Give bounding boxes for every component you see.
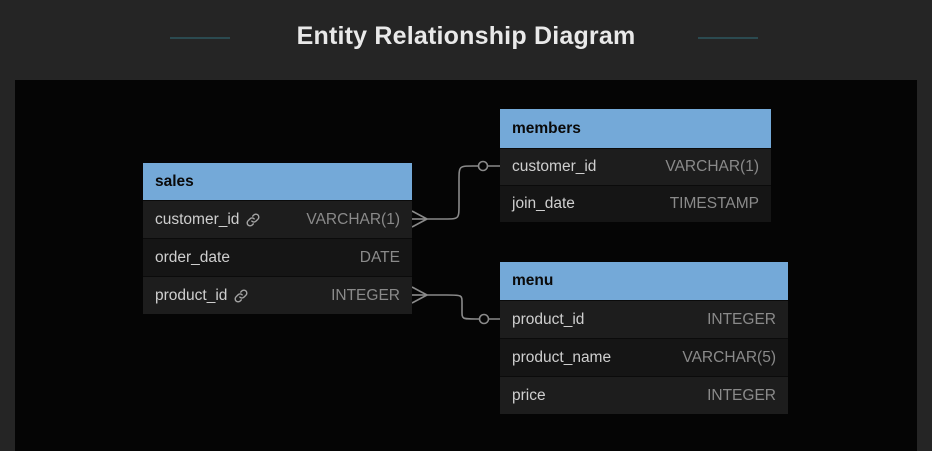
attribute-name: product_name (512, 348, 612, 366)
attribute-name: join_date (512, 195, 575, 212)
attribute-row: product_name VARCHAR(5) (500, 338, 788, 376)
attribute-type: DATE (359, 248, 400, 266)
attribute-type: VARCHAR(5) (682, 348, 776, 366)
attribute-name: customer_id (512, 158, 597, 175)
title-accent-line-right (698, 37, 758, 39)
diagram-canvas: sales customer_id VARCHAR(1) order_date … (15, 80, 917, 451)
title-accent-line-left (170, 37, 230, 39)
attribute-type: TIMESTAMP (669, 195, 759, 212)
attribute-type: VARCHAR(1) (306, 210, 400, 228)
attribute-name: product_id (512, 310, 585, 328)
link-icon (246, 213, 260, 226)
attribute-type: INTEGER (331, 286, 400, 304)
attribute-row: price INTEGER (500, 376, 788, 414)
relationship-sales-members (411, 160, 500, 228)
relationship-line (427, 165, 500, 220)
zero-or-one-circle-icon (478, 313, 490, 325)
relationship-sales-menu (411, 286, 500, 325)
entity-menu: menu product_id INTEGER product_name VAR… (500, 262, 788, 414)
attribute-row: join_date TIMESTAMP (500, 185, 771, 222)
attribute-name: customer_id (155, 211, 260, 229)
relationship-line (427, 294, 500, 320)
attribute-row: customer_id VARCHAR(1) (500, 148, 771, 185)
page-title: Entity Relationship Diagram (296, 22, 636, 50)
entity-header-menu: menu (500, 262, 788, 300)
attribute-row: product_id INTEGER (143, 276, 412, 314)
relationship-lines (411, 160, 500, 325)
attribute-name: order_date (155, 248, 230, 266)
entity-header-members: members (500, 109, 771, 148)
crowsfoot-many-icon (411, 286, 428, 304)
entity-members: members customer_id VARCHAR(1) join_date… (500, 109, 771, 222)
entity-sales: sales customer_id VARCHAR(1) order_date … (143, 163, 412, 314)
attribute-row: customer_id VARCHAR(1) (143, 200, 412, 238)
attribute-row: product_id INTEGER (500, 300, 788, 338)
entity-header-sales: sales (143, 163, 412, 200)
attribute-type: VARCHAR(1) (665, 158, 759, 175)
attribute-type: INTEGER (707, 386, 776, 404)
crowsfoot-many-icon (411, 210, 428, 228)
attribute-name: product_id (155, 287, 248, 305)
attribute-row: order_date DATE (143, 238, 412, 276)
diagram-header: Entity Relationship Diagram (0, 0, 932, 80)
attribute-name: price (512, 386, 546, 404)
zero-or-one-circle-icon (477, 160, 489, 172)
attribute-type: INTEGER (707, 310, 776, 328)
link-icon (234, 289, 248, 302)
